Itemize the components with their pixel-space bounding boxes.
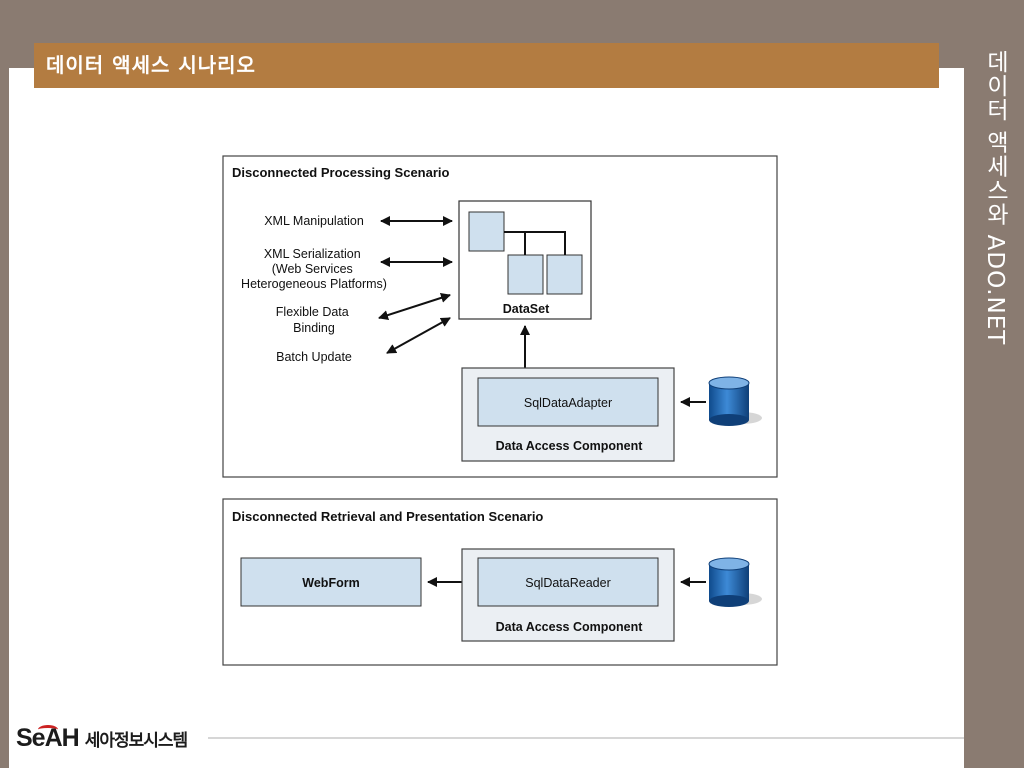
logo-company-name: 세아정보시스템 — [84, 730, 188, 751]
processing-scenario-heading: Disconnected Processing Scenario — [232, 165, 450, 180]
sqldatareader-label: SqlDataReader — [525, 576, 610, 590]
slide-title: 데이터 액세스 시나리오 — [46, 53, 256, 77]
database-icon-2 — [708, 557, 762, 607]
sqldatareader-box — [477, 557, 659, 607]
data-access-component-label-1: Data Access Component — [496, 439, 644, 453]
arrow-batch-update — [386, 317, 451, 354]
title-bar: 데이터 액세스 시나리오 — [34, 43, 939, 88]
arrow-flexible-data-binding — [378, 293, 451, 320]
database-icon-1 — [708, 376, 762, 426]
sqldataadapter-label: SqlDataAdapter — [524, 396, 612, 410]
feature-flexible-data-binding: Flexible Data Binding — [276, 305, 352, 335]
logo-swoosh-icon — [38, 725, 58, 734]
dataset-table-child-1 — [507, 254, 544, 295]
sqldataadapter-box — [477, 377, 659, 427]
feature-batch-update: Batch Update — [276, 350, 352, 364]
side-section-title: 데이터 액세스와 ADO.NET — [982, 50, 1008, 346]
feature-xml-manipulation: XML Manipulation — [264, 214, 364, 228]
dataset-label: DataSet — [503, 302, 550, 316]
dataset-table-child-2 — [546, 254, 583, 295]
webform-label: WebForm — [302, 576, 359, 590]
retrieval-scenario-heading: Disconnected Retrieval and Presentation … — [232, 509, 543, 524]
dataset-table-parent — [468, 211, 505, 252]
webform-box — [240, 557, 422, 607]
footer-divider — [208, 737, 964, 739]
data-access-component-label-2: Data Access Component — [496, 620, 644, 634]
company-logo: SeAH 세아정보시스템 — [16, 722, 188, 754]
feature-xml-serialization: XML Serialization (Web Services Heteroge… — [241, 247, 387, 291]
